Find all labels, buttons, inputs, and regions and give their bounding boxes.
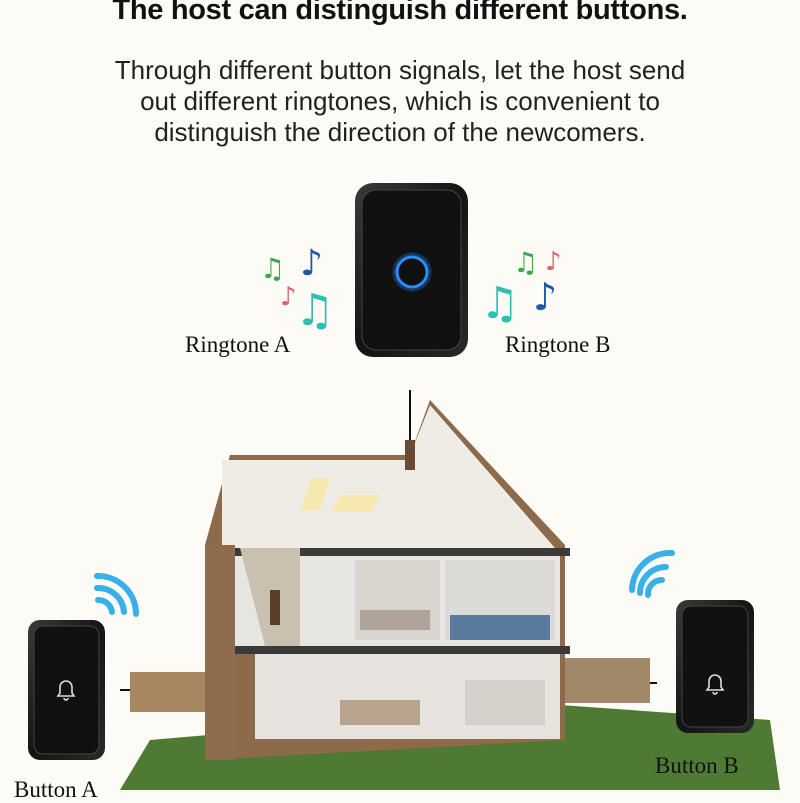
music-note-icon: ♫ ♪ ♫ ♪ xyxy=(480,246,562,329)
ringtone-b-label: Ringtone B xyxy=(505,332,611,357)
svg-text:♪: ♪ xyxy=(280,282,297,312)
svg-text:♪: ♪ xyxy=(300,243,323,284)
bell-icon xyxy=(56,680,76,701)
wifi-signal-icon xyxy=(94,572,139,617)
svg-text:♫: ♫ xyxy=(480,278,519,329)
svg-text:♫: ♫ xyxy=(295,285,334,336)
page-title: The host can distinguish different butto… xyxy=(112,0,688,26)
button-a-device xyxy=(28,620,105,760)
description-line: distinguish the direction of the newcome… xyxy=(154,117,646,147)
button-a-label: Button A xyxy=(14,777,98,802)
ringtone-a-label: Ringtone A xyxy=(185,332,291,357)
description-line: Through different button signals, let th… xyxy=(114,55,686,85)
host-chime-icon xyxy=(355,183,468,357)
house-cutaway-icon xyxy=(120,400,780,790)
button-b-label: Button B xyxy=(655,753,739,778)
description: Through different button signals, let th… xyxy=(40,55,760,148)
svg-text:♪: ♪ xyxy=(533,275,557,319)
button-b-device xyxy=(676,600,754,733)
description-line: out different ringtones, which is conven… xyxy=(140,86,660,116)
svg-text:♫: ♫ xyxy=(513,246,538,279)
wifi-signal-icon xyxy=(629,549,675,598)
svg-text:♫: ♫ xyxy=(260,252,285,285)
bell-icon xyxy=(705,674,725,695)
music-note-icon: ♫ ♪ ♪ ♫ xyxy=(260,243,334,336)
svg-text:♪: ♪ xyxy=(545,247,562,277)
